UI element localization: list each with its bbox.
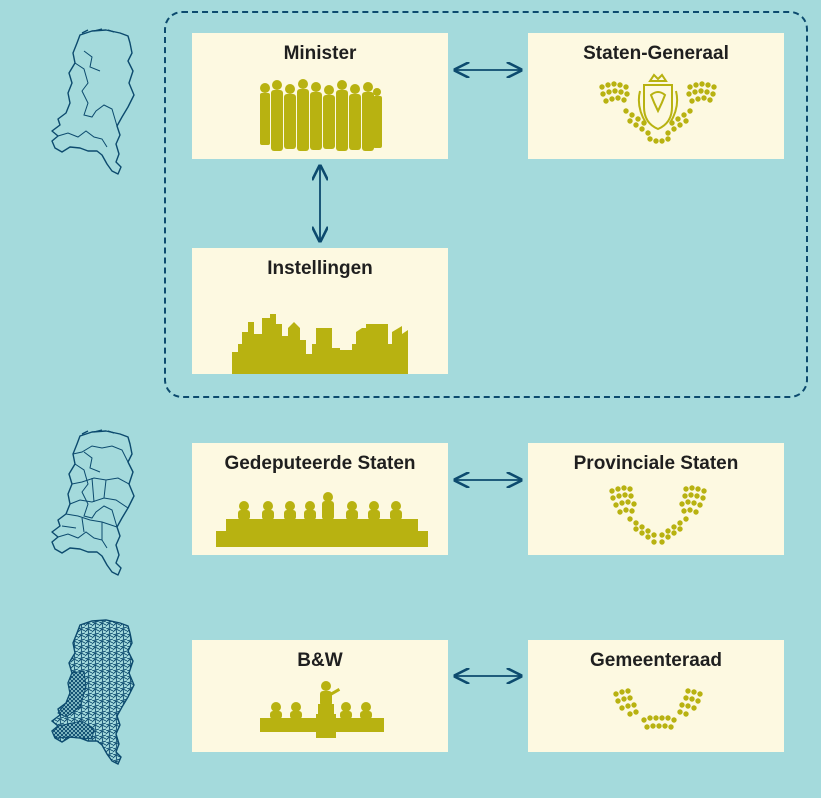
gedeputeerde-staten-title: Gedeputeerde Staten [224, 453, 416, 474]
people-at-table-icon [216, 492, 428, 547]
instellingen-box: Instellingen [192, 248, 448, 374]
gemeenteraad-box: Gemeenteraad [528, 640, 784, 752]
minister-title: Minister [283, 43, 357, 64]
council-seats-icon [613, 688, 703, 730]
people-silhouettes-icon [260, 79, 382, 151]
netherlands-municipalities-map-icon [50, 619, 135, 765]
gemeenteraad-title: Gemeenteraad [589, 650, 722, 671]
gedeputeerde-staten-box: Gedeputeerde Staten [192, 443, 448, 555]
city-skyline-icon [232, 314, 408, 374]
staten-generaal-title: Staten-Generaal [583, 43, 729, 64]
provinciale-staten-title: Provinciale Staten [573, 453, 739, 474]
minister-box: Minister [192, 33, 448, 159]
bw-box: B&W [192, 640, 448, 752]
parliament-seats-icon [609, 485, 707, 545]
staten-generaal-box: Staten-Generaal [528, 33, 784, 159]
bw-title: B&W [297, 650, 343, 671]
parliament-seats-crest-icon [599, 73, 717, 144]
instellingen-title: Instellingen [267, 258, 373, 279]
national-level-frame [164, 11, 808, 398]
speaker-at-table-icon [260, 681, 384, 738]
provinciale-staten-box: Provinciale Staten [528, 443, 784, 555]
